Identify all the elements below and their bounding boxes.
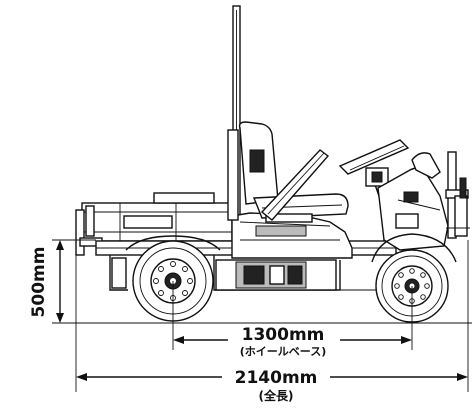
- wheelbase-label: 1300mm: [242, 325, 325, 345]
- overall-length-sub-label: (全長): [259, 388, 294, 403]
- seat-support-post: [227, 129, 239, 221]
- overall-length-label: 2140mm: [235, 368, 318, 388]
- utility-vehicle: [75, 5, 470, 323]
- side-lever: [260, 149, 330, 221]
- front-hood: [377, 151, 470, 251]
- height-dimension: 500mm: [29, 239, 96, 323]
- rear-fender: [125, 235, 221, 251]
- body-cowl: [231, 212, 353, 259]
- overall-length-dimension: 2140mm (全長): [75, 240, 469, 406]
- driver-seat: [238, 121, 349, 223]
- cargo-bed: [75, 192, 233, 256]
- wheelbase-sub-label: (ホイールベース): [240, 345, 327, 358]
- engine-block: [235, 261, 307, 289]
- height-label: 500mm: [29, 247, 49, 318]
- wheelbase-dimension: 1300mm (ホイールベース): [172, 281, 413, 358]
